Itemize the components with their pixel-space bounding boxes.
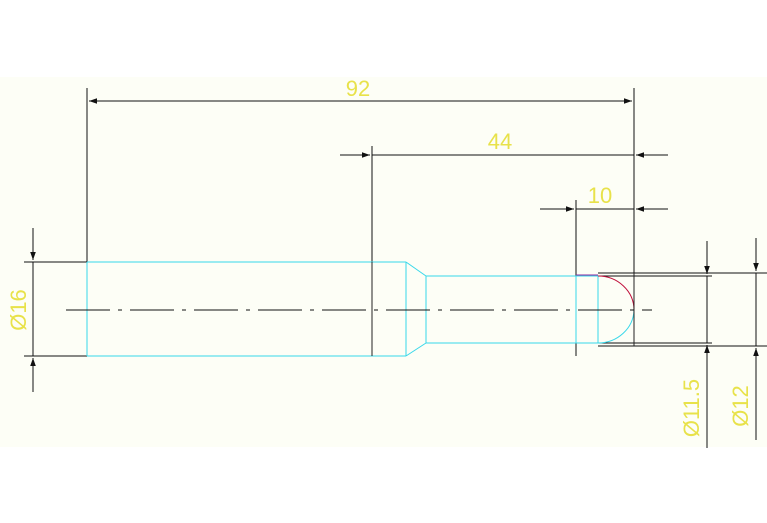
dimension-label-main-dia: Ø16 — [6, 289, 31, 331]
dimension-label-tip-dia: Ø12 — [728, 385, 753, 427]
part-outline — [86, 261, 635, 357]
tip-arc-upper — [597, 275, 635, 311]
dimension-main-diameter — [24, 228, 89, 392]
dimension-label-pin-dia: Ø11.5 — [679, 379, 704, 437]
dimension-label-mid: 44 — [488, 129, 512, 154]
dimension-label-tip: 10 — [588, 183, 612, 208]
part-dark-edges — [371, 262, 635, 356]
dimension-right-diameters — [598, 238, 767, 448]
tip-arc-lower — [597, 309, 635, 344]
chamfer-bottom — [405, 342, 427, 357]
chamfer-top — [405, 261, 427, 277]
dimension-label-overall: 92 — [346, 76, 370, 101]
